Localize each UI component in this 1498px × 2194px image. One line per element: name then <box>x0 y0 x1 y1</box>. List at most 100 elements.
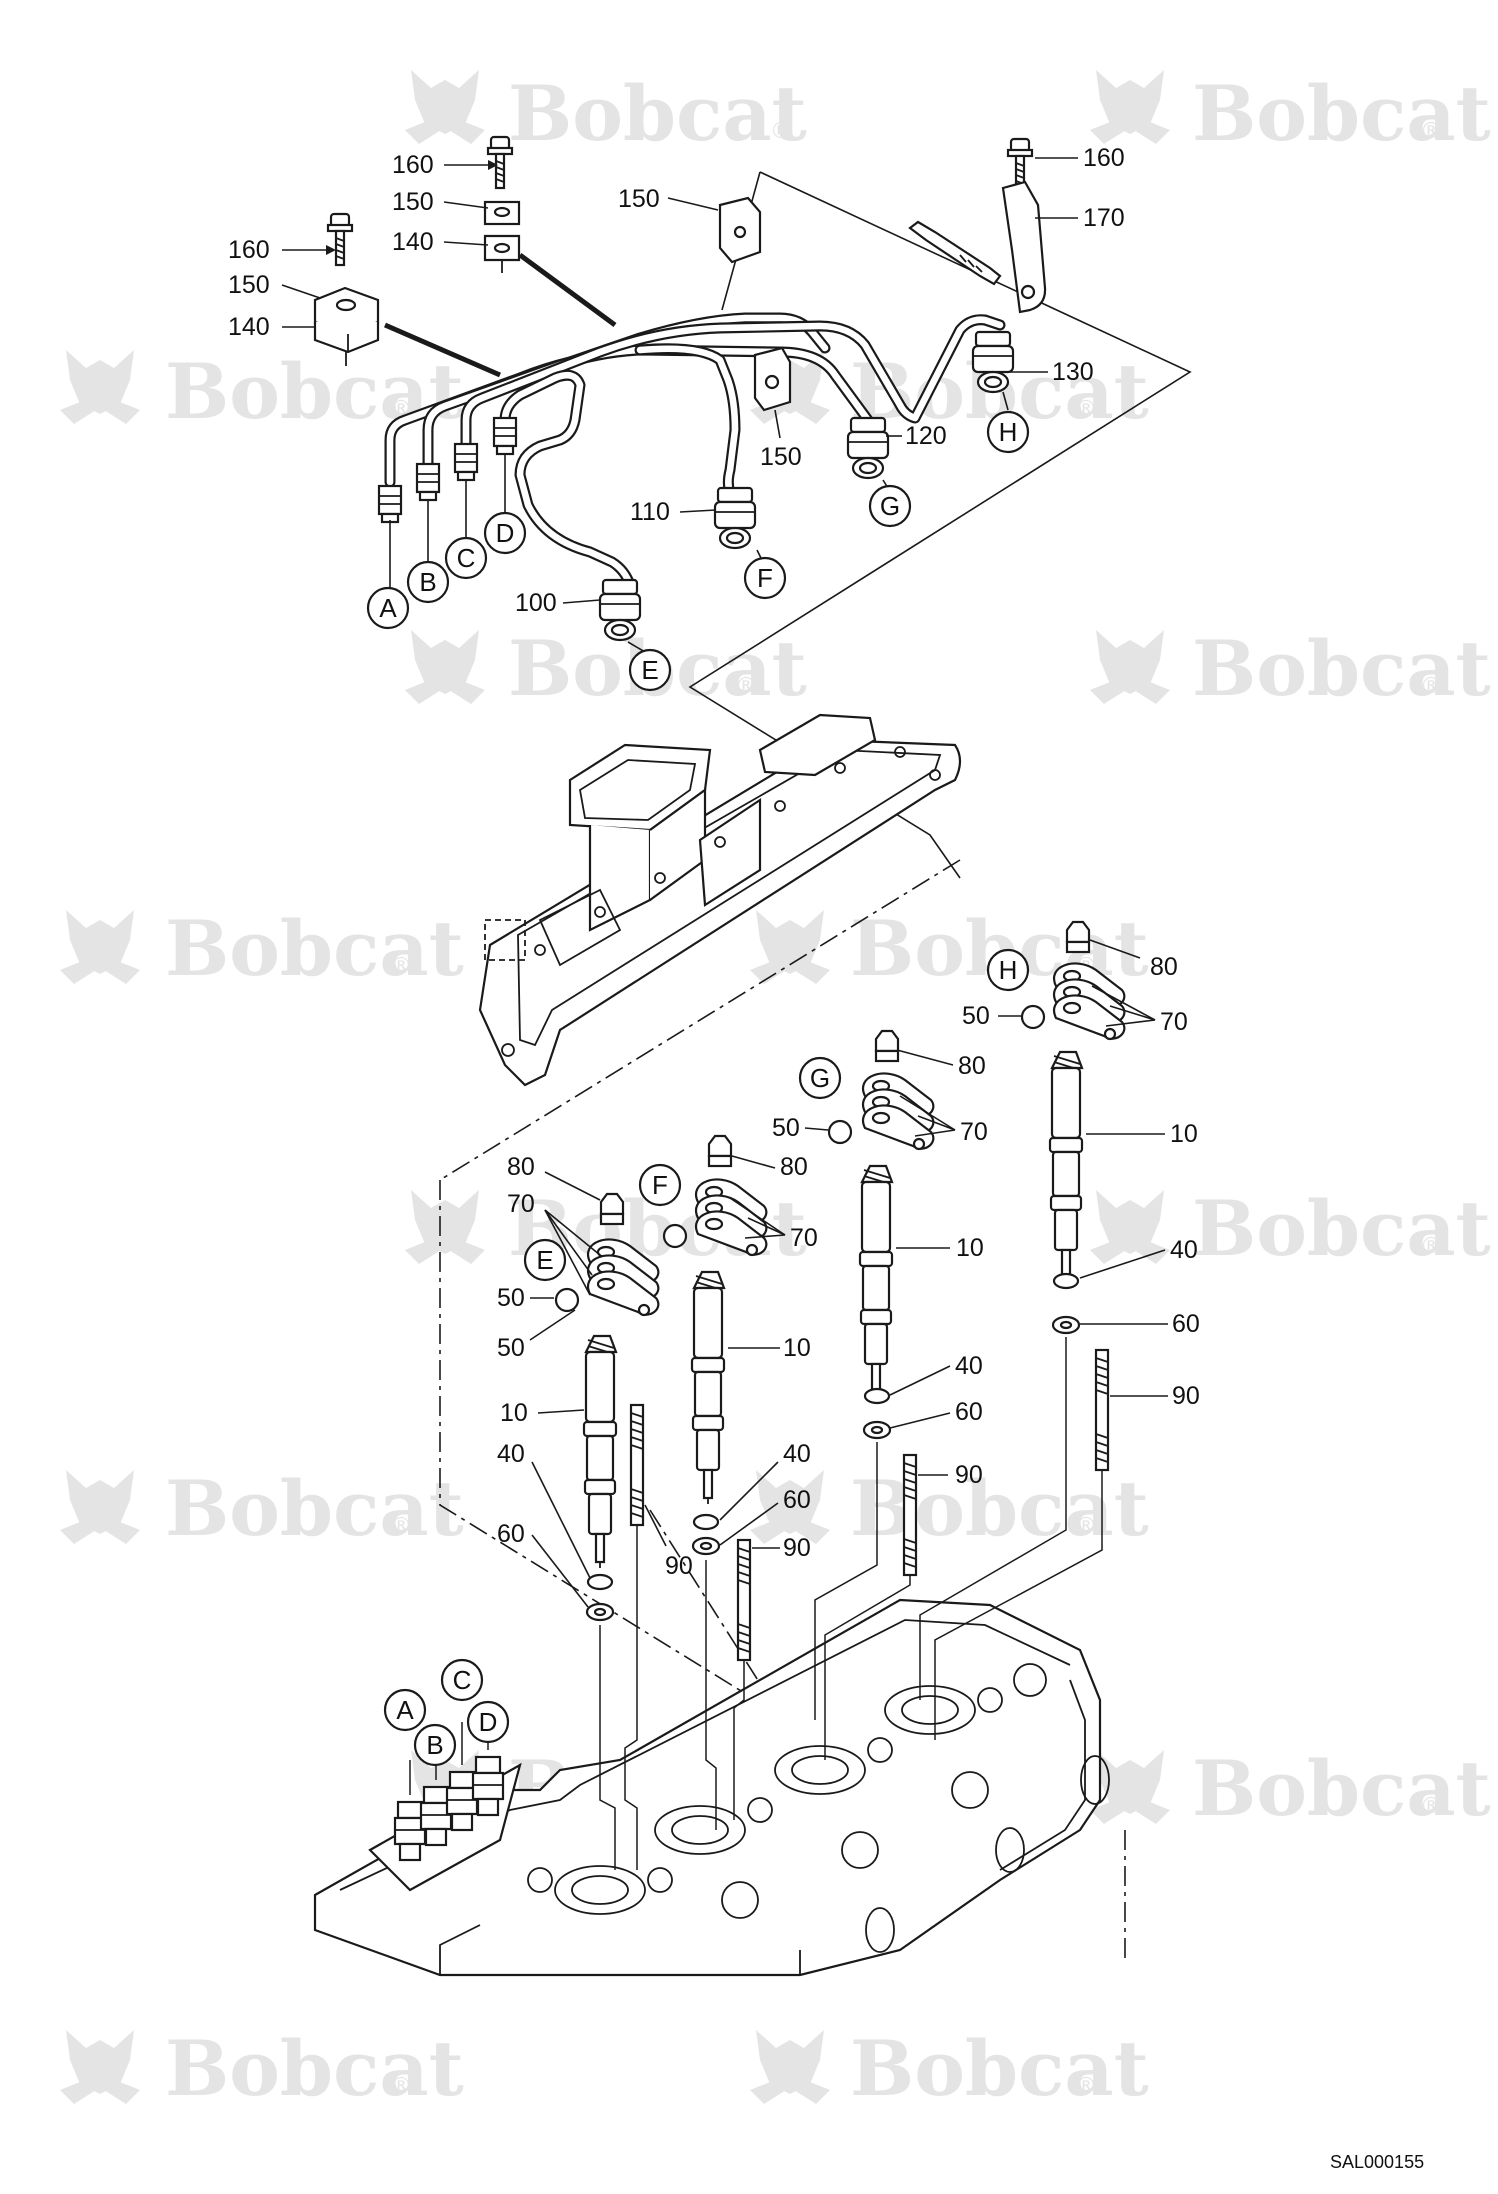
callout-80-f: 80 <box>731 1153 808 1181</box>
install-line <box>934 1470 1103 1740</box>
callout-10-h: 10 <box>1086 1120 1198 1148</box>
watermark: Bobcat ® <box>60 1464 464 1553</box>
callout-80-e: 80 <box>507 1153 601 1201</box>
part-number-90: 90 <box>955 1461 983 1489</box>
bobcat-logo-icon <box>1090 1750 1170 1824</box>
part-number-150: 150 <box>760 443 802 471</box>
label-f-pipe: F <box>743 556 787 600</box>
label-g-injector: G <box>798 1056 842 1100</box>
pipe-nut-a <box>377 484 403 524</box>
watermark-mark: ® <box>1075 1514 1097 1539</box>
part-number-90: 90 <box>1172 1382 1200 1410</box>
o-ring-40 <box>692 1513 720 1531</box>
part-number-170: 170 <box>1083 204 1125 232</box>
callout-140-left: 140 <box>228 313 316 341</box>
part-number-70: 70 <box>960 1118 988 1146</box>
label-d-pipe: D <box>483 511 527 555</box>
callout-40-g: 40 <box>889 1352 983 1396</box>
clamp-plates-70 <box>861 1072 935 1151</box>
install-line <box>814 1442 878 1720</box>
part-number-140: 140 <box>228 313 270 341</box>
part-number-70: 70 <box>507 1190 535 1218</box>
o-ring-50 <box>554 1287 580 1313</box>
part-number-140: 140 <box>392 228 434 256</box>
part-number-40: 40 <box>497 1440 525 1468</box>
svg-text:F: F <box>652 1170 668 1200</box>
install-line <box>705 1560 717 1830</box>
nut-80 <box>1065 920 1091 954</box>
svg-text:G: G <box>810 1063 830 1093</box>
callout-140-top: 140 <box>392 228 489 256</box>
bracket-170 <box>908 180 1047 314</box>
install-line <box>824 1575 911 1760</box>
label-h-injector: H <box>986 948 1030 992</box>
part-number-130: 130 <box>1052 358 1094 386</box>
callout-90-e: 90 <box>644 1504 693 1580</box>
pump-fitting-d <box>471 1755 505 1817</box>
watermark-brand: Bobcat <box>1192 624 1491 713</box>
watermark: Bobcat ® <box>60 904 464 993</box>
o-ring-50 <box>662 1223 688 1249</box>
callout-80-g: 80 <box>896 1049 986 1080</box>
fuel-pipe <box>460 314 1006 464</box>
part-number-90: 90 <box>665 1552 693 1580</box>
part-number-60: 60 <box>783 1486 811 1514</box>
callout-160-top: 160 <box>392 151 498 179</box>
injector-10 <box>690 1270 726 1506</box>
callout-10-g: 10 <box>896 1234 984 1262</box>
injector-10 <box>858 1164 894 1400</box>
fuel-pipe-set <box>377 252 1015 642</box>
svg-text:D: D <box>496 518 515 548</box>
callout-150-lower: 150 <box>760 409 802 471</box>
clamp-140-150-left <box>313 286 380 366</box>
watermark: Bobcat ® <box>1090 624 1491 713</box>
stud-90 <box>902 1453 918 1577</box>
pipe-nut-d <box>492 416 518 456</box>
callout-10-e: 10 <box>500 1399 585 1427</box>
watermark-mark: ® <box>1075 397 1097 422</box>
part-number-70: 70 <box>1160 1008 1188 1036</box>
o-ring-40 <box>586 1573 614 1591</box>
watermark: Bobcat ® <box>750 1464 1149 1553</box>
clamp-arrow <box>518 252 617 328</box>
callout-60-h: 60 <box>1080 1310 1200 1338</box>
label-a-pipe: A <box>366 586 410 630</box>
callout-50-h: 50 <box>962 1002 1021 1030</box>
callout-70-h: 70 <box>1091 985 1188 1036</box>
watermark: Bobcat ® <box>405 624 807 713</box>
watermark-mark: ® <box>1075 2074 1097 2099</box>
injector-assembly-f <box>662 1134 768 1662</box>
callout-150-upper: 150 <box>618 185 719 213</box>
callout-160-right: 160 <box>1035 144 1125 172</box>
o-ring-50 <box>1020 1004 1046 1030</box>
injector-assembly-h <box>1020 920 1126 1472</box>
watermark-brand: Bobcat <box>165 1464 464 1553</box>
part-number-40: 40 <box>783 1440 811 1468</box>
bobcat-logo-icon <box>60 350 140 424</box>
part-number-80: 80 <box>958 1052 986 1080</box>
watermark-brand: Bobcat <box>850 2024 1149 2113</box>
part-callouts: 160 150 140 160 150 140 150 150 <box>228 144 1200 1608</box>
svg-text:A: A <box>379 593 397 623</box>
part-number-160: 160 <box>392 151 434 179</box>
assembly-lines <box>439 171 1192 1960</box>
bobcat-logo-icon <box>405 70 485 144</box>
pipe-end-fitting-120 <box>846 416 890 480</box>
injector-assembly-g <box>827 1029 935 1577</box>
part-number-50: 50 <box>962 1002 990 1030</box>
bobcat-logo-icon <box>60 910 140 984</box>
installation-lines <box>389 391 1103 1870</box>
callout-130: 130 <box>1010 358 1094 386</box>
part-number-70: 70 <box>790 1224 818 1252</box>
watermark-brand: Bobcat <box>165 2024 464 2113</box>
watermark-mark: ® <box>390 954 412 979</box>
clamp-140-150-top <box>483 200 521 273</box>
nut-80 <box>874 1029 900 1063</box>
callout-160-left: 160 <box>228 236 336 264</box>
watermark-mark: ® <box>770 119 792 144</box>
part-number-50: 50 <box>497 1334 525 1362</box>
part-number-80: 80 <box>1150 953 1178 981</box>
watermark: Bobcat ® <box>1090 69 1491 158</box>
bobcat-logo-icon <box>1090 630 1170 704</box>
